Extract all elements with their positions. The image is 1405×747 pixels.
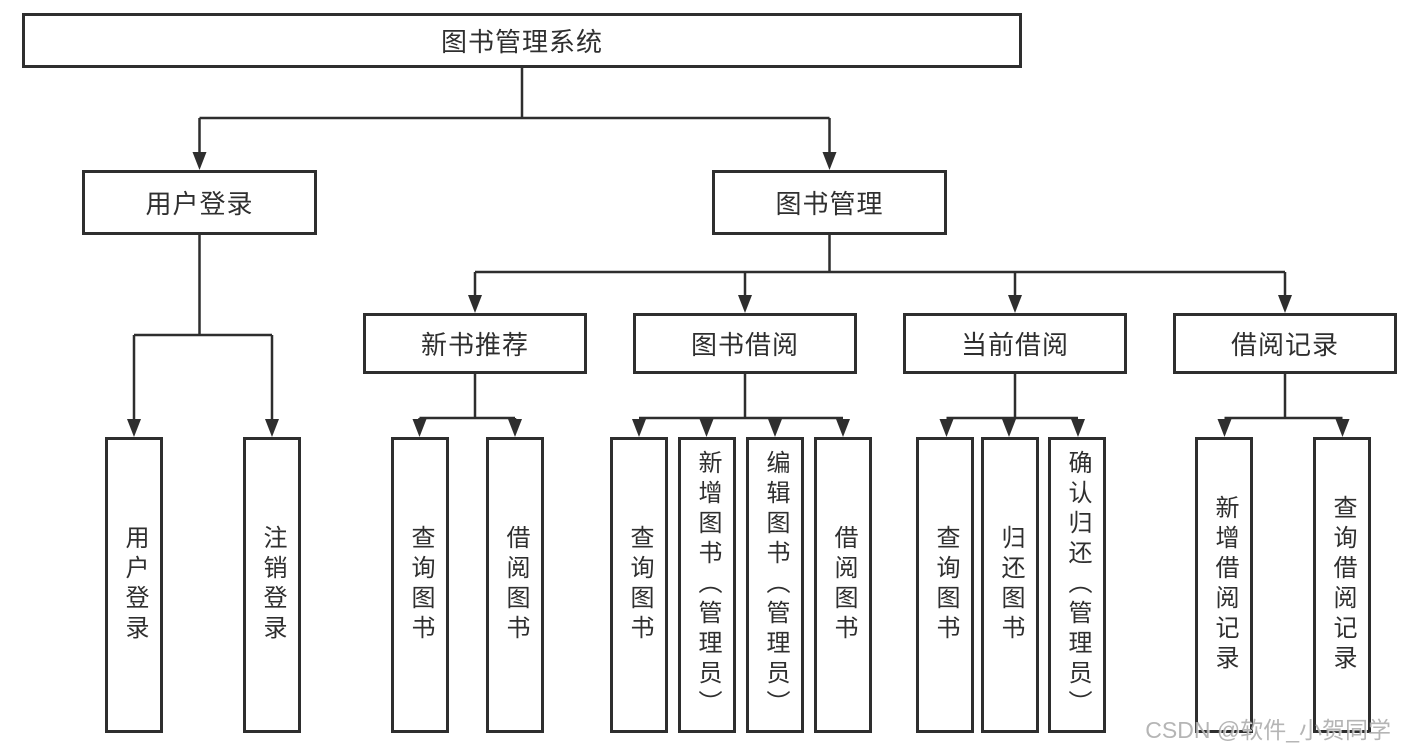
node-label: 图书管理系统 [440, 27, 603, 57]
leaf-label: 注销登录 [259, 525, 286, 645]
node-label: 图书管理 [775, 189, 884, 219]
node-label: 图书借阅 [690, 330, 799, 360]
leaf-query-books-recommend: 查询图书 [391, 437, 449, 733]
node-label: 用户登录 [145, 189, 254, 219]
connector-book-borrowing-to-leaves [632, 374, 850, 437]
leaf-logout: 注销登录 [243, 437, 301, 733]
leaf-add-book-admin: 新增图书（管理员） [678, 437, 736, 733]
node-book-management-system: 图书管理系统 [22, 13, 1022, 68]
csdn-watermark: CSDN @软件_小贺同学 [1145, 717, 1391, 743]
connector-user-login-to-leaves [127, 235, 279, 437]
leaf-label: 借阅图书 [830, 525, 857, 645]
leaf-label: 新增图书（管理员） [694, 450, 721, 720]
leaf-label: 查询图书 [932, 525, 959, 645]
leaf-edit-book-admin: 编辑图书（管理员） [746, 437, 804, 733]
leaf-label: 查询借阅记录 [1329, 495, 1356, 675]
connector-new-book-to-leaves [412, 374, 522, 437]
node-borrowing-records: 借阅记录 [1173, 313, 1397, 374]
leaf-return-books: 归还图书 [981, 437, 1039, 733]
connector-current-borrowing-to-leaves [939, 374, 1085, 437]
leaf-label: 编辑图书（管理员） [762, 450, 789, 720]
connector-borrowing-records-to-leaves [1217, 374, 1350, 437]
leaf-label: 查询图书 [407, 525, 434, 645]
node-current-borrowing: 当前借阅 [903, 313, 1127, 374]
node-book-management: 图书管理 [712, 170, 947, 235]
node-label: 当前借阅 [960, 330, 1069, 360]
node-user-login: 用户登录 [82, 170, 317, 235]
node-label: 借阅记录 [1230, 330, 1339, 360]
node-book-borrowing: 图书借阅 [633, 313, 857, 374]
leaf-label: 归还图书 [997, 525, 1024, 645]
leaf-user-login: 用户登录 [105, 437, 163, 733]
leaf-label: 查询图书 [626, 525, 653, 645]
leaf-confirm-return-admin: 确认归还（管理员） [1048, 437, 1106, 733]
node-label: 新书推荐 [420, 330, 529, 360]
leaf-label: 新增借阅记录 [1211, 495, 1238, 675]
leaf-label: 借阅图书 [502, 525, 529, 645]
leaf-query-books-borrowing: 查询图书 [610, 437, 668, 733]
leaf-label: 确认归还（管理员） [1064, 450, 1091, 720]
connector-book-management-to-level3 [468, 235, 1292, 313]
leaf-borrow-books-borrowing: 借阅图书 [814, 437, 872, 733]
leaf-borrow-books-recommend: 借阅图书 [486, 437, 544, 733]
leaf-add-borrow-record: 新增借阅记录 [1195, 437, 1253, 733]
node-new-book-recommend: 新书推荐 [363, 313, 587, 374]
leaf-label: 用户登录 [121, 525, 148, 645]
leaf-query-books-current: 查询图书 [916, 437, 974, 733]
connector-root-to-level2 [192, 68, 837, 170]
leaf-query-borrow-record: 查询借阅记录 [1313, 437, 1371, 733]
